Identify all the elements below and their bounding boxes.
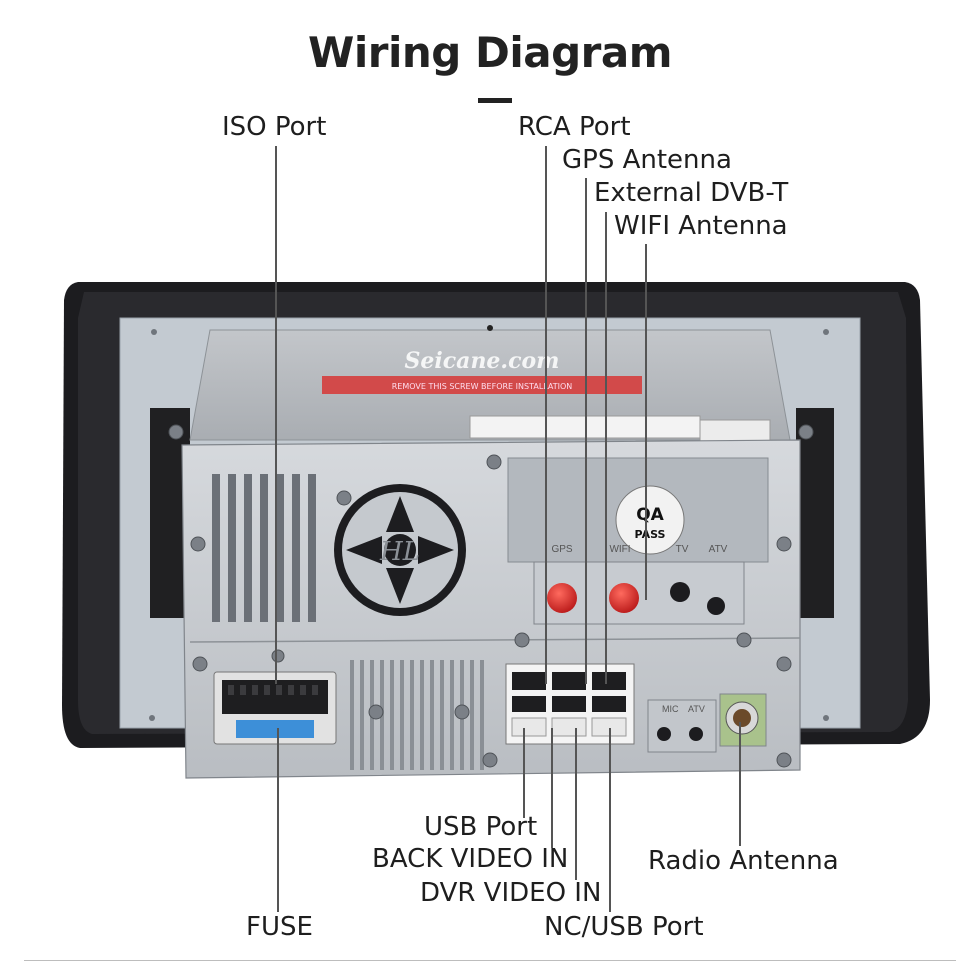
usb-port-label: USB Port	[424, 812, 538, 842]
tv-port-label: TV	[676, 544, 689, 555]
dvr-video-in-label: DVR VIDEO IN	[420, 878, 602, 908]
title-underline	[478, 98, 512, 103]
page-title: Wiring Diagram	[308, 28, 672, 77]
radio-antenna-connector	[719, 693, 767, 747]
wifi-port-label: WIFI	[609, 544, 630, 555]
wifi-antenna-connector	[609, 583, 639, 613]
radio-antenna-label: Radio Antenna	[648, 846, 839, 876]
fuse-label: FUSE	[246, 912, 313, 942]
gps-antenna-label: GPS Antenna	[562, 145, 732, 175]
iso-port-label: ISO Port	[222, 112, 327, 142]
fan: HL	[334, 484, 466, 616]
fuse-block	[236, 720, 314, 738]
atv2-port-label: ATV	[688, 704, 705, 714]
wifi-antenna-label: WIFI Antenna	[614, 211, 788, 241]
warning-label: REMOVE THIS SCREW BEFORE INSTALLATION	[392, 382, 573, 391]
nc-usb-port-label: NC/USB Port	[544, 912, 704, 942]
external-dvbt-label: External DVB-T	[594, 178, 789, 208]
right-bracket	[796, 408, 834, 618]
qa-sticker-line2: PASS	[635, 528, 666, 541]
bottom-divider	[24, 960, 956, 961]
fan-logo: HL	[379, 537, 420, 567]
qa-sticker-line1: QA	[636, 505, 664, 525]
rca-connector-block	[505, 663, 635, 745]
callout-lines	[275, 146, 741, 912]
rca-port-label: RCA Port	[518, 112, 631, 142]
rear-panel: HL QA PASS GPS WIFI TV ATV	[149, 325, 829, 779]
mic-port-label: MIC	[662, 704, 679, 714]
back-video-in-label: BACK VIDEO IN	[372, 844, 569, 874]
gps-antenna-connector	[547, 583, 577, 613]
brand-watermark: Seicane.com	[405, 348, 560, 374]
upper-chassis: REMOVE THIS SCREW BEFORE INSTALLATION Se…	[189, 329, 791, 447]
iso-port-connector	[213, 671, 337, 745]
gps-port-label: GPS	[551, 544, 572, 555]
atv-port-label: ATV	[709, 544, 728, 555]
